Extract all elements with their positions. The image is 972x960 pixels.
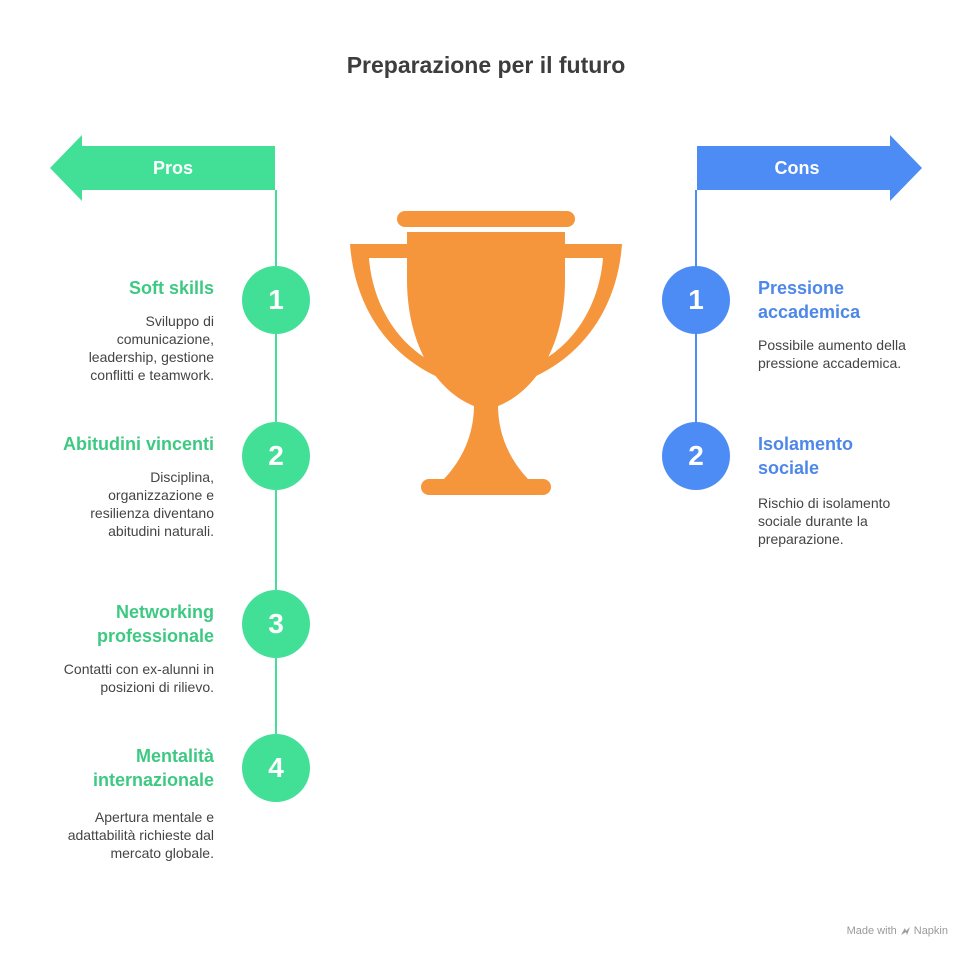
pros-item-title-2: Abitudini vincenti [63, 434, 214, 454]
footer-brand: Napkin [913, 925, 948, 937]
pros-item-desc-2: Disciplina, organizzazione e resilienza … [90, 469, 214, 539]
cons-item-desc-1: Possibile aumento della pressione accade… [758, 337, 906, 371]
cons-item-desc-2: Rischio di isolamento sociale durante la… [758, 495, 891, 547]
pros-item-desc-3: Contatti con ex-alunni in posizioni di r… [63, 661, 214, 695]
pros-item-desc-4: Apertura mentale e adattabilità richiest… [67, 809, 214, 861]
cons-number-2: 2 [662, 422, 730, 490]
pros-number-2: 2 [242, 422, 310, 490]
arrow-left-icon [50, 135, 275, 201]
pros-item-title-4: Mentalità internazionale [92, 746, 214, 790]
cons-item-title-2: Isolamento sociale [758, 434, 854, 478]
pros-number-3: 3 [242, 590, 310, 658]
cons-number-1: 1 [662, 266, 730, 334]
napkin-logo-icon [900, 926, 911, 937]
pros-item-title-3: Networking professionale [96, 602, 214, 646]
pros-item-title-1: Soft skills [128, 278, 214, 298]
pros-number-1: 1 [242, 266, 310, 334]
footer-credit[interactable]: Made with Napkin [847, 925, 948, 937]
page-title: Preparazione per il futuro [346, 52, 626, 78]
footer-prefix: Made with [846, 925, 897, 937]
cons-label: Cons [774, 158, 820, 178]
arrow-right-icon [697, 135, 922, 201]
cons-item-title-1: Pressione accademica [758, 278, 861, 322]
pros-number-4: 4 [242, 734, 310, 802]
trophy-icon [350, 211, 622, 495]
pros-label: Pros [152, 158, 194, 178]
pros-item-desc-1: Sviluppo di comunicazione, leadership, g… [88, 313, 214, 383]
